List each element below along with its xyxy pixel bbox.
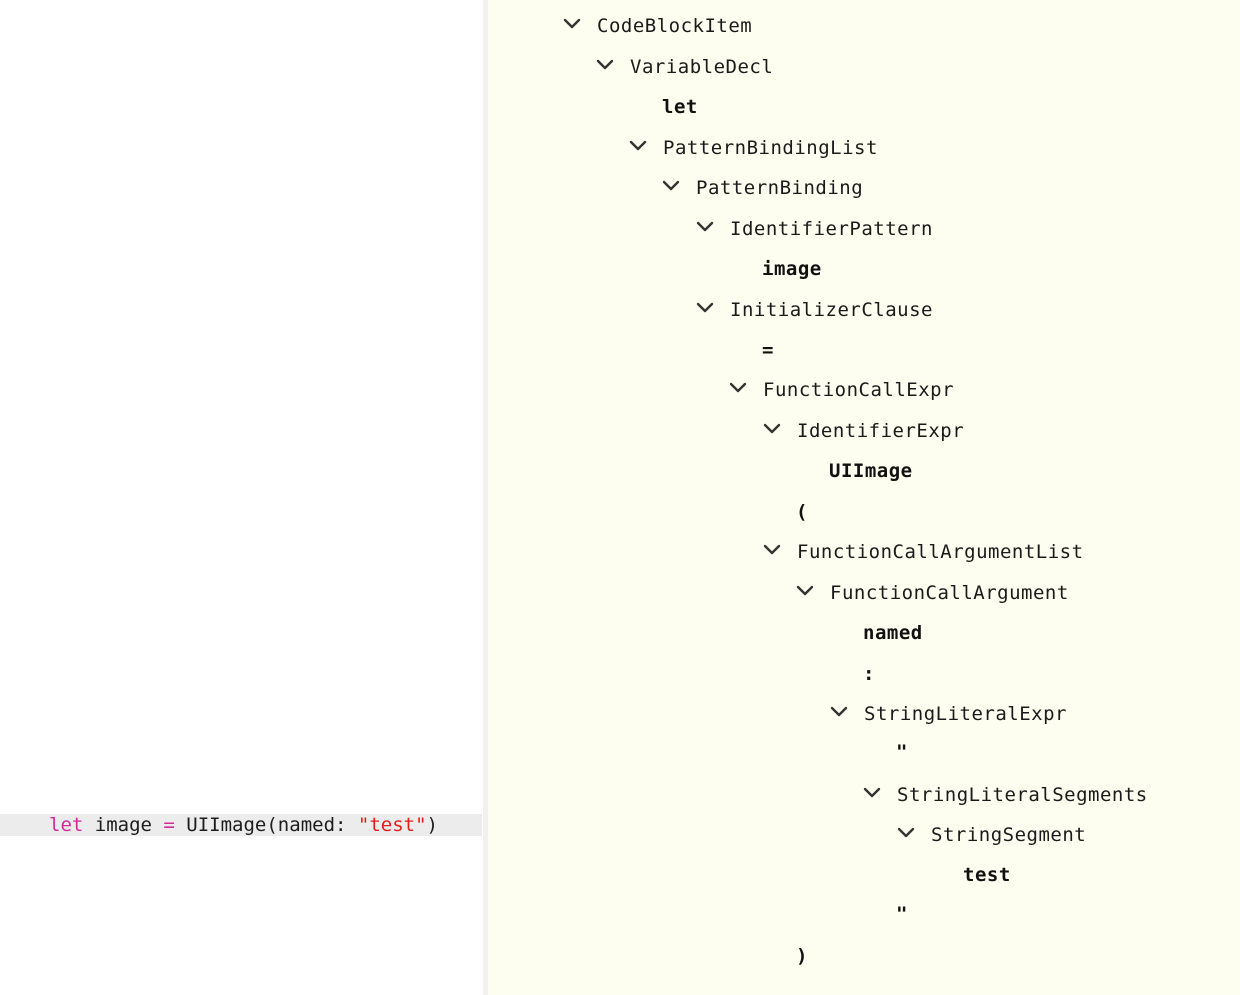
split-divider[interactable]	[483, 0, 488, 995]
close-paren: )	[426, 814, 438, 836]
code-text: let image = UIImage(named: "test")	[49, 814, 438, 836]
chevron-down-icon[interactable]	[596, 56, 614, 74]
assignment-operator: =	[163, 814, 175, 836]
tree-node-patternbindinglist[interactable]: PatternBindingList	[629, 133, 878, 163]
chevron-down-icon[interactable]	[796, 582, 814, 600]
tree-node-stringliteralsegments[interactable]: StringLiteralSegments	[863, 780, 1148, 810]
tree-token-colon[interactable]: :	[863, 663, 875, 685]
tree-token-equal[interactable]: =	[762, 339, 774, 361]
node-label: StringLiteralExpr	[864, 703, 1067, 725]
node-label: PatternBinding	[696, 177, 864, 199]
identifier-image: image	[83, 814, 164, 836]
chevron-down-icon[interactable]	[563, 15, 581, 33]
tree-token-image[interactable]: image	[762, 258, 822, 280]
string-literal: "test"	[357, 814, 427, 836]
chevron-down-icon[interactable]	[763, 541, 781, 559]
node-label: FunctionCallExpr	[763, 379, 955, 401]
selected-code-line[interactable]: let image = UIImage(named: "test")	[0, 814, 482, 836]
tree-token-named[interactable]: named	[863, 622, 923, 644]
chevron-down-icon[interactable]	[696, 299, 714, 317]
function-call-text: UIImage(named:	[174, 814, 358, 836]
tree-node-functioncallargumentlist[interactable]: FunctionCallArgumentList	[763, 537, 1084, 567]
chevron-down-icon[interactable]	[830, 703, 848, 721]
chevron-down-icon[interactable]	[729, 379, 747, 397]
keyword-let: let	[49, 814, 84, 836]
chevron-down-icon[interactable]	[763, 420, 781, 438]
tree-node-functioncallargument[interactable]: FunctionCallArgument	[796, 578, 1069, 608]
source-editor[interactable]: let image = UIImage(named: "test")	[0, 0, 483, 995]
tree-token-test[interactable]: test	[963, 864, 1011, 886]
node-label: PatternBindingList	[663, 137, 878, 159]
node-label: IdentifierPattern	[730, 218, 933, 240]
node-label: FunctionCallArgument	[830, 582, 1069, 604]
chevron-down-icon[interactable]	[696, 218, 714, 236]
tree-token-rparen[interactable]: )	[796, 945, 808, 967]
tree-node-identifierpattern[interactable]: IdentifierPattern	[696, 214, 933, 244]
chevron-down-icon[interactable]	[629, 137, 647, 155]
tree-node-stringliteralexpr[interactable]: StringLiteralExpr	[830, 699, 1067, 729]
tree-node-stringsegment[interactable]: StringSegment	[897, 820, 1086, 850]
chevron-down-icon[interactable]	[863, 784, 881, 802]
tree-node-variabledecl[interactable]: VariableDecl	[596, 52, 773, 82]
chevron-down-icon[interactable]	[662, 177, 680, 195]
tree-node-codeblockitem[interactable]: CodeBlockItem	[563, 11, 752, 41]
chevron-down-icon[interactable]	[897, 824, 915, 842]
tree-token-lparen[interactable]: (	[796, 501, 808, 523]
node-label: StringLiteralSegments	[897, 784, 1148, 806]
tree-node-patternbinding[interactable]: PatternBinding	[662, 173, 863, 203]
tree-node-identifierexpr[interactable]: IdentifierExpr	[763, 416, 964, 446]
syntax-tree-panel: CodeBlockItem VariableDecl let PatternBi…	[488, 0, 1240, 995]
node-label: FunctionCallArgumentList	[797, 541, 1084, 563]
node-label: InitializerClause	[730, 299, 933, 321]
tree-node-initializerclause[interactable]: InitializerClause	[696, 295, 933, 325]
tree-token-let[interactable]: let	[662, 96, 698, 118]
tree-token-quote-open[interactable]: "	[896, 741, 908, 763]
node-label: StringSegment	[931, 824, 1087, 846]
node-label: CodeBlockItem	[597, 15, 753, 37]
node-label: IdentifierExpr	[797, 420, 965, 442]
tree-node-functioncallexpr[interactable]: FunctionCallExpr	[729, 375, 954, 405]
tree-token-quote-close[interactable]: "	[896, 903, 908, 925]
tree-token-uiimage[interactable]: UIImage	[829, 460, 913, 482]
node-label: VariableDecl	[630, 56, 774, 78]
